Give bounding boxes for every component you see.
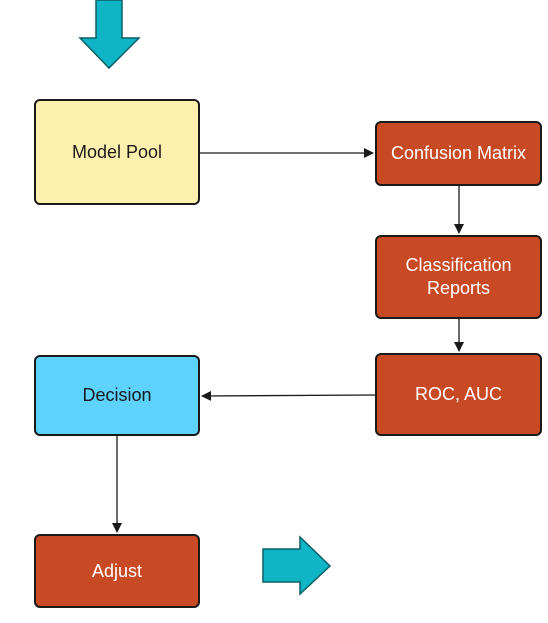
node-label: Decision: [82, 385, 152, 405]
down-arrow-icon: [78, 0, 141, 70]
node-label: ROC, AUC: [414, 384, 502, 404]
node-decision: Decision: [34, 355, 200, 436]
node-label: Classification Reports: [405, 255, 512, 298]
node-roc-auc: ROC, AUC: [375, 353, 542, 436]
node-label: Adjust: [91, 560, 143, 581]
node-label: Confusion Matrix: [390, 143, 527, 163]
edge-roc-auc-to-decision: [201, 390, 376, 401]
node-model-pool: Model Pool: [34, 99, 200, 205]
node-adjust: Adjust: [34, 534, 200, 608]
node-confusion-matrix: Confusion Matrix: [375, 121, 542, 186]
node-classification-reports: Classification Reports: [375, 235, 542, 319]
right-arrow-icon: [262, 535, 332, 596]
node-label: Model Pool: [71, 141, 163, 162]
